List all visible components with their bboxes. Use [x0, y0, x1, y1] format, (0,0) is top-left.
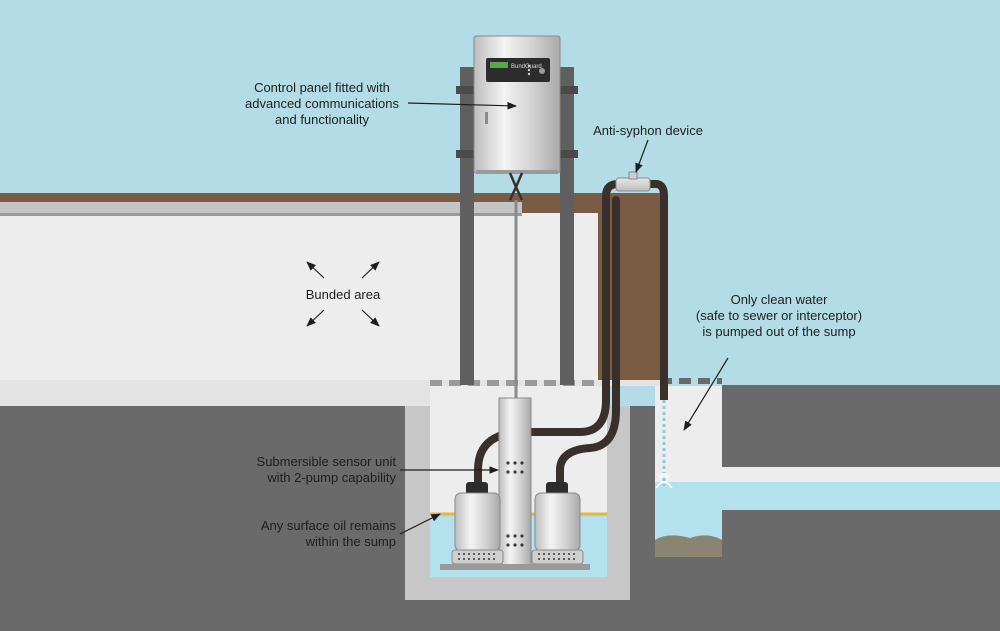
panel-brand: BundGuard: [511, 64, 542, 70]
arrow-icon: [306, 309, 325, 327]
arrow-icon: [361, 309, 380, 327]
bund-wall: [0, 213, 598, 385]
post-bracket: [556, 86, 578, 94]
interceptor-floor: [655, 557, 722, 631]
channel-floor: [722, 510, 1000, 631]
arrow-icon: [306, 261, 325, 279]
arrow-icon: [407, 101, 517, 110]
panel-cables: [508, 172, 524, 201]
sensor-unit: [498, 397, 532, 567]
hose-1: [474, 180, 634, 494]
ground-left: [0, 406, 655, 631]
surface-oil-label: Any surface oil remains within the sump: [260, 518, 396, 549]
arrow-icon: [683, 357, 729, 431]
anti-syphon-device: [615, 171, 651, 192]
kerb-ledge: [0, 202, 522, 214]
pump-icon: [451, 482, 504, 565]
arrow-icon: [635, 139, 649, 173]
clean-water-label: Only clean water (safe to sewer or inter…: [695, 292, 863, 339]
hose-outlet: [646, 180, 668, 400]
post-right: [560, 67, 574, 385]
post-bracket: [456, 150, 478, 158]
arrow-icon: [361, 261, 380, 279]
bunded-area-label: Bunded area: [305, 287, 381, 302]
control-panel: BundGuard: [473, 35, 561, 174]
ground-mid: [630, 406, 655, 631]
post-bracket: [456, 86, 478, 94]
ground-right-upper: [722, 385, 1000, 467]
ground-surface-left: [0, 380, 430, 406]
water-splash: [655, 473, 673, 489]
panel-handle: [485, 112, 488, 124]
control-panel-label: Control panel fitted with advanced commu…: [245, 80, 399, 127]
hose-2: [556, 196, 620, 494]
post-left: [460, 67, 474, 385]
post-bracket: [556, 150, 578, 158]
kerb-shadow: [0, 213, 522, 216]
sensor-unit-label: Submersible sensor unit with 2-pump capa…: [256, 454, 396, 485]
anti-syphon-label: Anti-syphon device: [593, 123, 703, 138]
sediment: [655, 535, 722, 557]
arrow-icon: [399, 513, 441, 535]
pump-base-plate: [440, 564, 590, 570]
pump-icon: [531, 482, 584, 565]
